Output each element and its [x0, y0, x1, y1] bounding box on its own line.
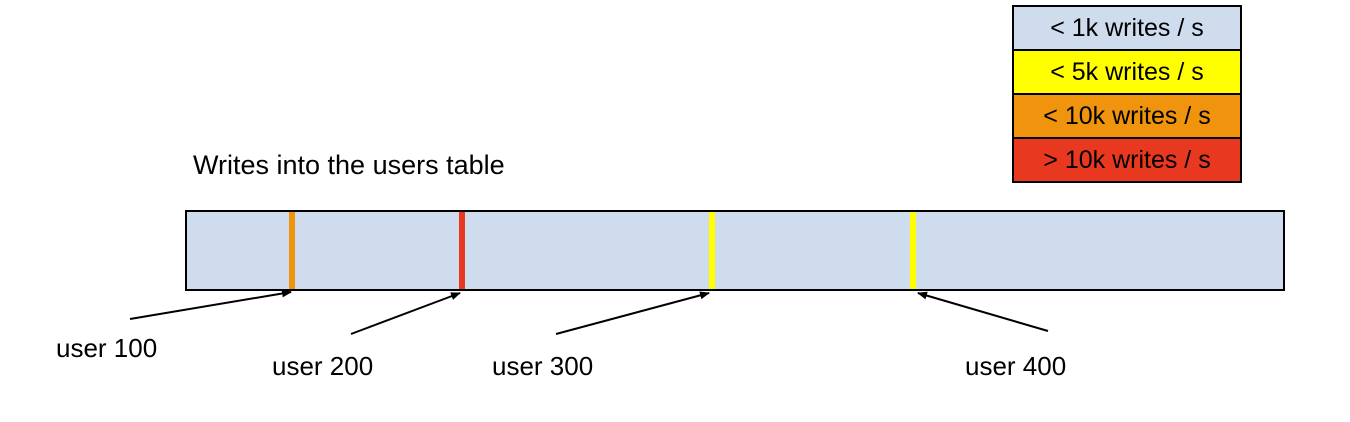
arrow-user-200 [350, 292, 461, 335]
user-400-label: user 400 [965, 351, 1067, 381]
user-200-label: user 200 [272, 351, 374, 381]
legend-item-lt-1k: < 1k writes / s [1012, 5, 1242, 51]
user-100-label: user 100 [56, 333, 158, 363]
marker-stripe-user-300 [709, 212, 715, 289]
legend-item-lt-10k: < 10k writes / s [1012, 93, 1242, 139]
marker-stripe-user-200 [459, 212, 465, 289]
legend-item-gt-10k: > 10k writes / s [1012, 137, 1242, 183]
legend-item-lt-5k: < 5k writes / s [1012, 49, 1242, 95]
arrow-user-100 [129, 289, 292, 320]
marker-stripe-user-400 [910, 212, 916, 289]
arrow-user-400 [917, 291, 1049, 332]
arrow-user-300 [555, 291, 710, 335]
users-table-bar [185, 210, 1285, 291]
write-rate-legend: < 1k writes / s < 5k writes / s < 10k wr… [1012, 5, 1242, 183]
marker-stripe-user-100 [289, 212, 295, 289]
diagram-title: Writes into the users table [193, 150, 505, 180]
user-300-label: user 300 [492, 351, 594, 381]
